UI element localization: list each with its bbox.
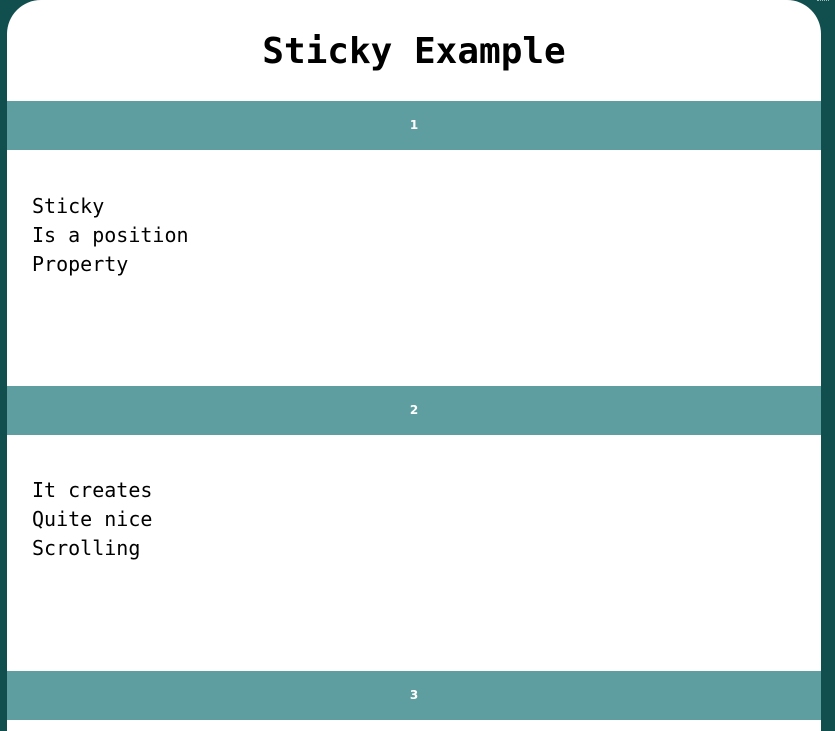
section-line: Sticky bbox=[32, 194, 105, 218]
section-line: Scrolling bbox=[32, 536, 141, 560]
section-body-1: Sticky Is a position Property bbox=[32, 192, 189, 279]
section-header-3: 3 bbox=[7, 671, 821, 720]
scroll-container[interactable]: Sticky Example 1 Sticky Is a position Pr… bbox=[7, 0, 821, 731]
section-body-2: It creates Quite nice Scrolling bbox=[32, 476, 152, 563]
window-corner-mark bbox=[817, 0, 829, 4]
page-title: Sticky Example bbox=[262, 31, 566, 72]
section-header-1: 1 bbox=[7, 101, 821, 150]
section-line: Property bbox=[32, 252, 129, 276]
section-line: It creates bbox=[32, 478, 153, 502]
section-line: Is a position bbox=[32, 223, 189, 247]
section-header-2: 2 bbox=[7, 386, 821, 435]
section-line: Quite nice bbox=[32, 507, 153, 531]
